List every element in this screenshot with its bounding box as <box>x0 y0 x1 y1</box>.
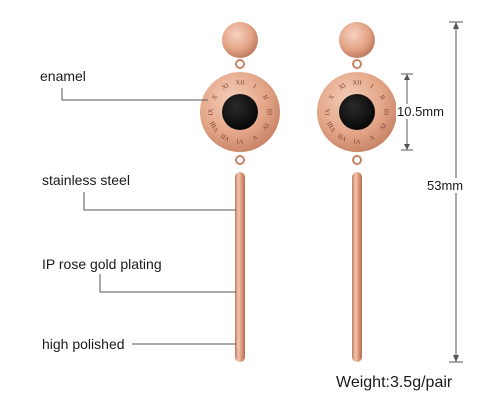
enamel-label: enamel <box>40 68 86 84</box>
roman-numeral: VIII <box>326 120 338 133</box>
roman-numeral: X <box>328 93 337 101</box>
left-stud <box>222 22 258 58</box>
roman-numeral: IV <box>377 122 387 132</box>
roman-numeral: II <box>261 94 269 101</box>
roman-numeral: XII <box>352 80 361 87</box>
steel-leader-line <box>83 192 236 211</box>
right-jump-ring-top <box>352 59 362 69</box>
right-stud <box>339 22 375 58</box>
roman-numeral: I <box>252 83 257 90</box>
disc-size-label: 10.5mm <box>396 104 445 119</box>
roman-numeral: I <box>369 83 374 90</box>
total-length-label: 53mm <box>426 178 465 193</box>
enamel-leader-line <box>61 88 208 101</box>
roman-numeral: X <box>211 93 220 101</box>
roman-numeral: IV <box>260 122 270 132</box>
roman-numeral: VII <box>220 132 231 143</box>
high-polished-label: high polished <box>42 336 125 352</box>
roman-numeral: IX <box>325 108 332 115</box>
roman-numeral: XII <box>235 80 244 87</box>
stainless-steel-label: stainless steel <box>42 172 130 188</box>
roman-numeral: IX <box>208 108 215 115</box>
right-bar <box>352 172 362 362</box>
weight-label: Weight:3.5g/pair <box>336 374 453 391</box>
left-enamel-center <box>222 94 258 130</box>
roman-numeral: VI <box>237 138 244 145</box>
right-enamel-center <box>339 94 375 130</box>
roman-numeral: VII <box>337 132 348 143</box>
roman-numeral: V <box>367 133 375 142</box>
rose-gold-plating-label: IP rose gold plating <box>42 256 162 272</box>
roman-numeral: XI <box>221 82 230 91</box>
roman-numeral: VIII <box>209 120 221 133</box>
roman-numeral: II <box>378 94 386 101</box>
left-jump-ring-bottom <box>235 155 245 165</box>
roman-numeral: VI <box>354 138 361 145</box>
plating-leader-line <box>99 274 236 293</box>
roman-numeral: V <box>250 133 258 142</box>
roman-numeral: XI <box>338 82 347 91</box>
right-jump-ring-bottom <box>352 155 362 165</box>
roman-numeral: III <box>383 109 390 116</box>
roman-numeral: III <box>266 109 273 116</box>
left-bar <box>235 172 245 362</box>
left-jump-ring-top <box>235 59 245 69</box>
